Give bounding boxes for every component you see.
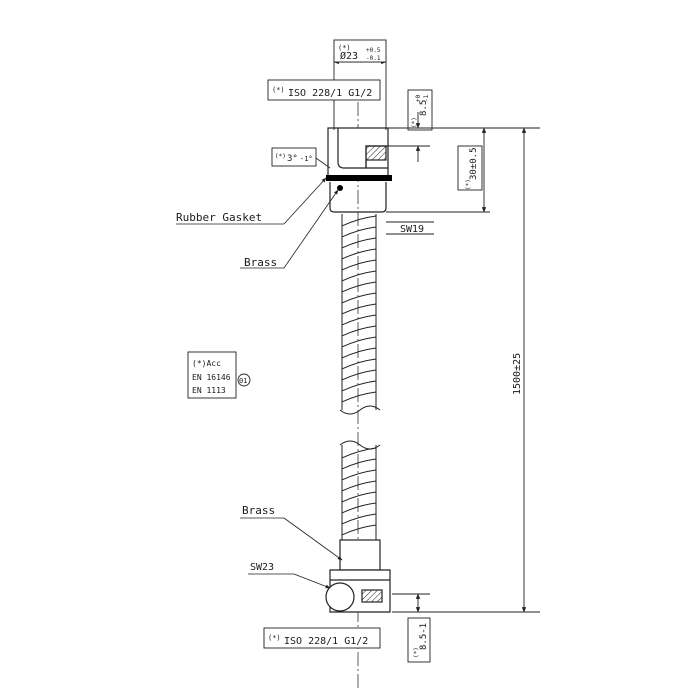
thread-bottom-box — [263, 627, 381, 649]
top-depth-label: 8.5 — [419, 100, 429, 116]
bottom-depth-dimension — [392, 593, 431, 663]
thread-top-marker: (*) — [272, 86, 285, 94]
brass-top-leader — [283, 189, 339, 269]
angle-box — [271, 147, 317, 167]
brass-bottom-label: Brass — [242, 504, 275, 517]
total-length-label: 1500±25 — [512, 353, 523, 395]
circle-ref — [237, 373, 251, 387]
thread-top-label: ISO 228/1 G1/2 — [288, 88, 372, 99]
hose-upper — [339, 214, 381, 415]
acc-label: (*)Acc — [192, 359, 221, 368]
angle-label: 3° — [287, 154, 298, 164]
diameter-label: Ø23 — [340, 50, 358, 62]
hose-lower — [339, 440, 381, 540]
top-depth-tol-upper: +0 — [415, 94, 422, 102]
brass-bottom-leader — [283, 517, 343, 561]
circle-ref-label: 01 — [239, 377, 247, 385]
thread-bottom-label: ISO 228/1 G1/2 — [284, 636, 368, 647]
diameter-tol-upper: +0.5 — [366, 47, 381, 54]
brass-top-label: Brass — [244, 256, 277, 269]
rubber-gasket-leader — [283, 177, 327, 225]
sw-bottom-label: SW23 — [250, 562, 274, 573]
bottom-depth-marker: (*) — [413, 647, 420, 658]
diameter-marker: (*) — [338, 44, 351, 52]
std1-label: EN 16146 — [192, 373, 231, 382]
top-depth-marker: (*) — [411, 117, 418, 128]
angle-leader — [315, 157, 331, 169]
thread-bottom-marker: (*) — [268, 634, 281, 642]
bottom-fitting — [325, 539, 391, 613]
thread-top-box — [267, 79, 381, 101]
diameter-tol-lower: -0.1 — [366, 55, 381, 62]
sw-bottom-leader — [293, 573, 331, 589]
nut-length-label: 30±0.5 — [469, 147, 479, 180]
std2-label: EN 1113 — [192, 386, 226, 395]
gasket-dot — [337, 185, 343, 191]
acc-box — [187, 351, 237, 399]
diameter-dimension — [333, 39, 387, 130]
nut-length-marker: (*) — [465, 179, 472, 190]
top-nut — [327, 127, 389, 177]
nut-length-dimension — [386, 127, 540, 213]
angle-tol: -1° — [300, 155, 313, 163]
angle-marker: (*) — [275, 153, 286, 160]
sw-top-label: SW19 — [400, 224, 424, 235]
top-collar — [329, 182, 387, 213]
bottom-depth-label: 8.5-1 — [419, 623, 429, 650]
rubber-gasket-label: Rubber Gasket — [176, 211, 262, 224]
top-depth-tol: -1 — [423, 94, 430, 102]
